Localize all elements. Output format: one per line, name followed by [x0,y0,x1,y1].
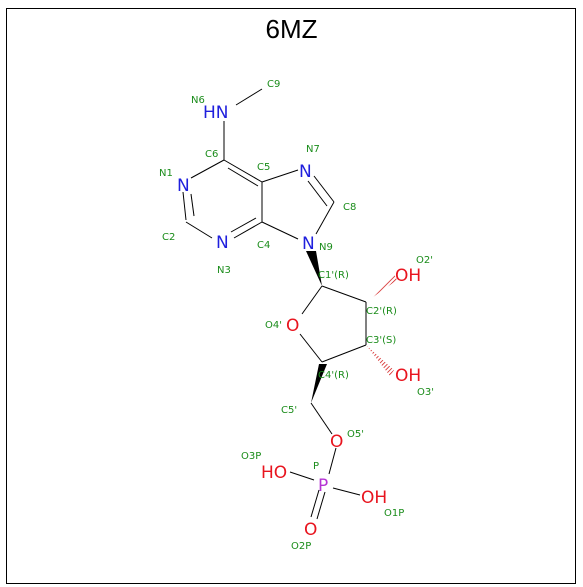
bond-n7-c8 [313,175,335,203]
label-c5: C5 [257,162,270,173]
bond-c6-n1 [190,159,225,179]
label-o2p: O2' [416,255,433,266]
label-c8: C8 [343,202,356,213]
bonds [182,88,397,520]
atom-oh-o2p: OH [395,266,421,286]
bond-c1p-c2p [321,285,367,303]
atom-n9: N [302,234,315,254]
diagram-frame [6,8,576,584]
molecule-title: 6MZ [265,14,318,44]
bond-n1-c2 [182,191,187,221]
label-c2: C2 [162,232,175,243]
bond-c2p-o2p-hash [366,274,397,302]
label-n3: N3 [217,265,231,276]
bond-c5-n7 [261,169,299,183]
label-p: P [313,461,319,472]
bond-c8-n9 [315,201,335,235]
label-n1: N1 [159,168,173,179]
label-c3p: C3'(S) [366,335,396,346]
bond-c4-n9 [261,221,299,240]
label-n6: N6 [191,95,205,106]
label-c4: C4 [257,240,270,251]
atom-ho: HO [261,463,287,483]
label-o5p: O5' [347,429,364,440]
bond-c3p-c4p [321,344,367,363]
atom-hn: HN [203,103,229,123]
bond-c6-c5 [223,159,263,183]
bond-c2-n3 [185,221,213,239]
label-c1p: C1'(R) [318,270,349,281]
label-n7: N7 [306,144,320,155]
bond-p-ho [289,471,315,481]
atom-labels: HN N N N N O OH OH O P HO OH O [177,103,421,540]
atom-n1: N [177,176,190,196]
label-o4p: O4' [265,320,282,331]
label-c6: C6 [205,149,218,160]
bond-n9-c1p-wedge [306,251,322,286]
bond-c1p-o4p [301,285,323,315]
label-c2p: C2'(R) [366,306,397,317]
bond-p-o2p [310,489,320,518]
atom-oh-o1p: OH [361,488,387,508]
atom-p: P [318,476,328,496]
label-n9: N9 [319,242,333,253]
atom-o4p: O [286,316,299,336]
atom-n3: N [216,233,229,253]
bond-n6-c9 [235,88,263,106]
atom-o2p: O [304,520,317,540]
annotation-labels: N6 C9 C6 C5 N7 N1 C8 C2 C4 N9 N3 O2' C1'… [159,79,434,552]
label-o1p: O1P [384,508,404,519]
label-o2p-phosphate: O2P [291,541,311,552]
label-o3p: O3' [417,387,434,398]
bond-n3-c4 [233,221,263,239]
atom-n7: N [299,162,312,182]
atom-oh-o3p: OH [395,366,421,386]
bond-o4p-c4p [299,333,323,363]
atom-o5p: O [330,432,343,452]
bond-p-o1p [332,487,361,496]
label-c9: C9 [267,79,280,90]
label-o3p-phosphate: O3P [241,451,261,462]
bond-c3p-o3p-hash [366,345,394,376]
label-c4p: C4'(R) [318,370,349,381]
label-c5p: C5' [281,405,297,416]
bond-c5p-o5p [310,402,333,435]
bond-c4p-c5p-wedge [311,364,327,403]
bond-o5p-p [328,447,337,475]
